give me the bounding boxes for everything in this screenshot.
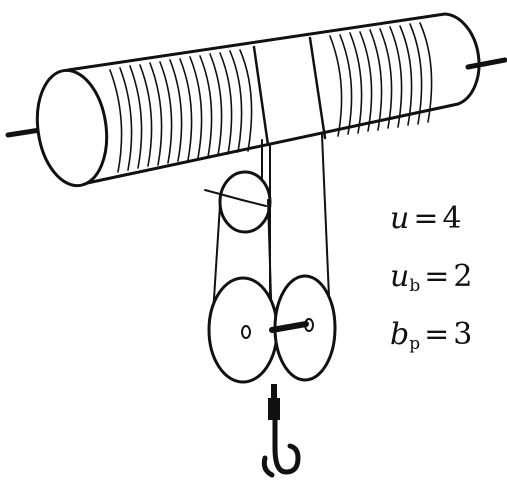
label-ub: ub=2 — [390, 262, 472, 295]
rope-windings-right — [329, 22, 433, 137]
label-ub-operator: = — [424, 259, 450, 294]
upper-pulley — [204, 170, 272, 234]
label-u: u=4 — [390, 204, 462, 234]
label-u-symbol: u — [390, 201, 410, 236]
label-bp-operator: = — [424, 317, 450, 352]
lower-pulley-right — [273, 274, 337, 382]
shaft-right — [465, 57, 507, 70]
label-bp-value: 3 — [453, 317, 473, 352]
label-ub-symbol: u — [390, 259, 410, 294]
label-bp: bp=3 — [390, 320, 472, 353]
hook-icon — [261, 384, 301, 478]
label-u-value: 4 — [442, 201, 462, 236]
label-ub-subscript: b — [409, 276, 421, 296]
lower-axle — [269, 321, 309, 333]
label-bp-subscript: p — [409, 334, 421, 354]
rope-windings-left — [109, 49, 253, 173]
label-ub-value: 2 — [453, 259, 473, 294]
lower-pulley-left — [207, 276, 279, 384]
label-u-operator: = — [413, 201, 439, 236]
label-bp-symbol: b — [390, 317, 410, 352]
winding-drum — [35, 12, 481, 188]
